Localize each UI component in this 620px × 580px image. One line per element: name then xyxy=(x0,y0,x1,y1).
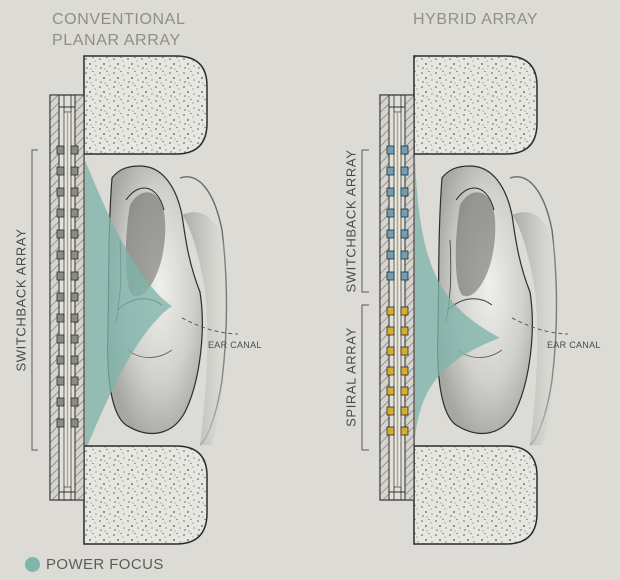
switchback-element xyxy=(400,229,409,239)
magnet-element xyxy=(70,145,79,155)
title-conventional: CONVENTIONAL PLANAR ARRAY xyxy=(52,9,185,51)
hybrid-array-assembly: EAR CANAL xyxy=(343,55,601,545)
switchback-element xyxy=(386,145,395,155)
magnet-element xyxy=(56,292,65,302)
magnet-element xyxy=(56,166,65,176)
magnet-element xyxy=(70,208,79,218)
spiral-element xyxy=(386,366,395,376)
magnet-element xyxy=(56,187,65,197)
magnet-element xyxy=(56,355,65,365)
spiral-elements xyxy=(386,306,409,436)
switchback-element xyxy=(386,187,395,197)
magnet-element xyxy=(70,334,79,344)
spiral-element xyxy=(386,326,395,336)
title-conventional-line1: CONVENTIONAL xyxy=(52,11,186,28)
top-ear-cushion-left xyxy=(83,55,208,155)
switchback-bracket-right xyxy=(361,149,369,293)
spiral-element xyxy=(400,366,409,376)
magnet-element xyxy=(70,250,79,260)
spiral-element xyxy=(386,306,395,316)
ear-canal-label-right: EAR CANAL xyxy=(547,340,601,350)
bottom-ear-cushion-left xyxy=(83,445,208,545)
magnet-element xyxy=(56,418,65,428)
magnet-element xyxy=(56,334,65,344)
magnet-element xyxy=(70,313,79,323)
conventional-planar-assembly: EAR CANAL xyxy=(13,55,262,545)
power-focus-right xyxy=(415,160,500,438)
magnet-element xyxy=(56,145,65,155)
switchback-element xyxy=(386,166,395,176)
magnet-element xyxy=(56,397,65,407)
spiral-element xyxy=(400,426,409,436)
spiral-element xyxy=(386,346,395,356)
switchback-elements xyxy=(386,145,409,281)
spiral-element xyxy=(386,386,395,396)
switchback-label-left: SWITCHBACK ARRAY xyxy=(13,229,28,372)
magnet-element xyxy=(70,229,79,239)
power-focus-left xyxy=(85,160,172,452)
spiral-element xyxy=(386,406,395,416)
switchback-element xyxy=(400,166,409,176)
title-hybrid: HYBRID ARRAY xyxy=(413,11,539,28)
title-conventional-line2: PLANAR ARRAY xyxy=(52,32,181,49)
magnet-element xyxy=(70,292,79,302)
spiral-element xyxy=(400,346,409,356)
spiral-element xyxy=(400,406,409,416)
spiral-label-right: SPIRAL ARRAY xyxy=(343,327,358,427)
magnet-element xyxy=(56,313,65,323)
switchback-label-right: SWITCHBACK ARRAY xyxy=(343,150,358,293)
magnet-element xyxy=(70,376,79,386)
switchback-bracket-left xyxy=(31,149,38,451)
magnet-element xyxy=(56,250,65,260)
bottom-ear-cushion-right xyxy=(413,445,538,545)
switchback-element xyxy=(400,145,409,155)
magnet-element xyxy=(70,166,79,176)
magnet-element xyxy=(56,208,65,218)
driver-frame-left xyxy=(49,94,85,501)
switchback-element xyxy=(400,208,409,218)
spiral-element xyxy=(386,426,395,436)
spiral-element xyxy=(400,326,409,336)
legend: POWER FOCUS xyxy=(25,554,164,574)
magnet-element xyxy=(70,187,79,197)
switchback-element xyxy=(400,250,409,260)
magnet-element xyxy=(70,397,79,407)
spiral-bracket-right xyxy=(361,304,369,451)
switchback-element xyxy=(386,208,395,218)
driver-frame-right xyxy=(379,94,415,501)
ear-right xyxy=(437,165,561,446)
spiral-element xyxy=(400,306,409,316)
switchback-element xyxy=(386,250,395,260)
magnet-element xyxy=(70,355,79,365)
power-focus-swatch xyxy=(25,556,40,572)
magnet-element xyxy=(56,229,65,239)
spiral-element xyxy=(400,386,409,396)
conventional-elements xyxy=(56,145,79,428)
switchback-element xyxy=(400,271,409,281)
switchback-element xyxy=(400,187,409,197)
switchback-element xyxy=(386,271,395,281)
magnet-element xyxy=(70,418,79,428)
magnet-element xyxy=(56,271,65,281)
ear-canal-label-left: EAR CANAL xyxy=(208,340,262,350)
magnet-element xyxy=(70,271,79,281)
magnet-element xyxy=(56,376,65,386)
switchback-element xyxy=(386,229,395,239)
top-ear-cushion-right xyxy=(413,55,538,155)
legend-label: POWER FOCUS xyxy=(46,555,164,573)
